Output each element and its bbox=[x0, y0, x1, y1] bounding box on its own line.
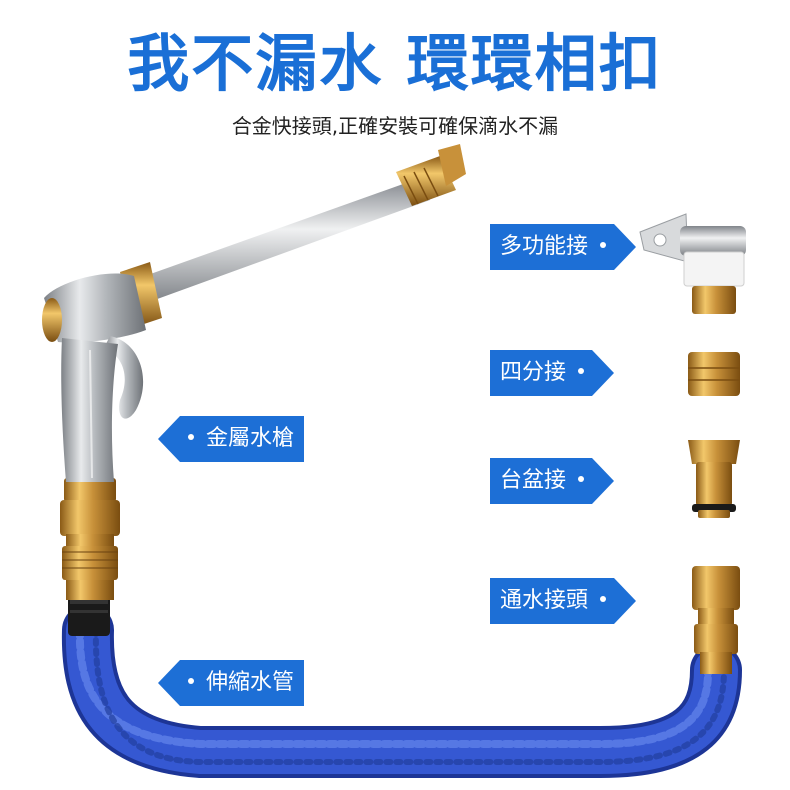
tag-hose: 伸縮水管 bbox=[157, 660, 305, 706]
multi-connector-part bbox=[639, 213, 746, 314]
metal-spray-gun bbox=[42, 144, 466, 482]
tag-quarter-connector-label: 四分接 bbox=[500, 360, 567, 385]
subline: 合金快接頭,正確安裝可確保滴水不漏 bbox=[231, 114, 559, 138]
dot-icon bbox=[600, 596, 607, 602]
dot-icon bbox=[600, 242, 607, 248]
dot-icon bbox=[188, 434, 194, 440]
dot-icon bbox=[578, 368, 585, 374]
water-connector-part bbox=[692, 566, 740, 674]
basin-connector-part bbox=[688, 440, 740, 518]
headline: 我不漏水 環環相扣 bbox=[127, 27, 663, 100]
dot-icon bbox=[188, 678, 194, 684]
tag-metal-gun: 金屬水槍 bbox=[157, 416, 305, 462]
tag-hose-label: 伸縮水管 bbox=[206, 670, 295, 695]
tag-multi-connector-label: 多功能接 bbox=[500, 234, 589, 259]
tag-water-connector-label: 通水接頭 bbox=[500, 588, 589, 613]
tag-metal-gun-label: 金屬水槍 bbox=[206, 426, 295, 451]
tag-multi-connector: 多功能接 bbox=[490, 224, 637, 270]
tag-water-connector: 通水接頭 bbox=[490, 578, 637, 624]
tag-basin-connector-label: 台盆接 bbox=[500, 468, 567, 493]
gun-brass-connector bbox=[60, 478, 120, 600]
dot-icon bbox=[578, 476, 585, 482]
tag-quarter-connector: 四分接 bbox=[490, 350, 615, 396]
hose bbox=[61, 604, 742, 778]
quarter-connector-part bbox=[688, 352, 740, 396]
hose-sleeve bbox=[68, 596, 110, 636]
tag-basin-connector: 台盆接 bbox=[490, 458, 615, 504]
